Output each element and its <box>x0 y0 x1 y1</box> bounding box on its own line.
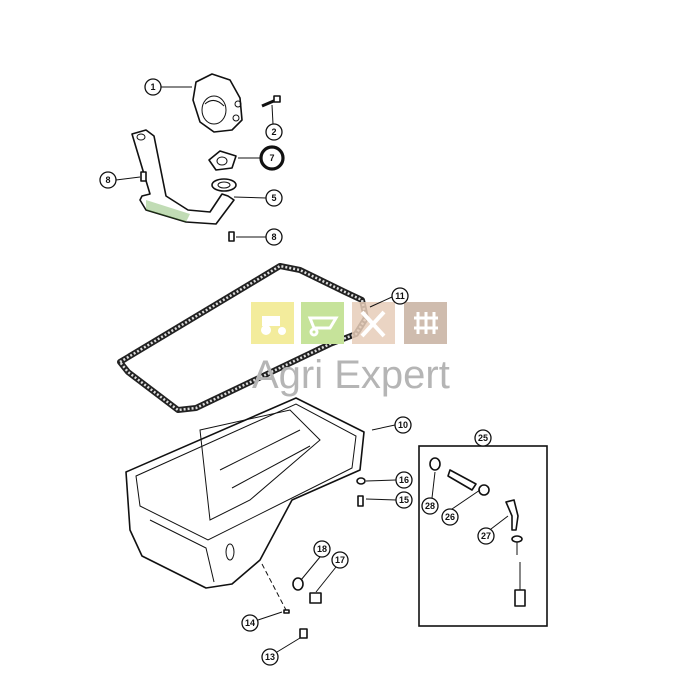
bolt <box>261 95 281 108</box>
svg-text:8: 8 <box>271 232 276 242</box>
svg-text:15: 15 <box>399 495 409 505</box>
callout-26: 26 <box>441 508 459 526</box>
callout-5: 5 <box>265 189 283 207</box>
dipstick-27 <box>505 499 526 607</box>
svg-text:1: 1 <box>150 82 155 92</box>
tractor-icon <box>261 316 286 335</box>
callout-28: 28 <box>421 497 439 515</box>
svg-text:25: 25 <box>478 433 488 443</box>
leader-lines <box>115 86 509 653</box>
plug-13 <box>299 628 308 639</box>
callout-8b: 8 <box>265 228 283 246</box>
callout-10: 10 <box>394 416 412 434</box>
svg-text:11: 11 <box>395 291 405 301</box>
wheelbarrow-icon <box>307 316 339 337</box>
svg-text:28: 28 <box>425 501 435 511</box>
washer-16 <box>356 477 366 485</box>
svg-text:26: 26 <box>445 512 455 522</box>
fence-icon <box>414 312 438 334</box>
callout-7-highlighted: 7 <box>259 145 285 171</box>
watermark-text: Agri Expert <box>252 353 450 397</box>
svg-text:13: 13 <box>265 652 275 662</box>
pump-gasket <box>208 150 237 171</box>
svg-text:2: 2 <box>271 127 276 137</box>
bolt-8b <box>228 231 235 242</box>
svg-text:7: 7 <box>269 153 274 163</box>
drain-plug-17 <box>309 592 322 604</box>
svg-text:8: 8 <box>105 175 110 185</box>
svg-text:27: 27 <box>481 531 491 541</box>
svg-text:5: 5 <box>271 193 276 203</box>
callout-2: 2 <box>265 123 283 141</box>
oil-pickup-tube <box>131 129 237 225</box>
hammer-icon <box>360 310 386 338</box>
callout-17: 17 <box>331 551 349 569</box>
callout-14: 14 <box>241 614 259 632</box>
callout-16: 16 <box>395 471 413 489</box>
oil-pump <box>192 73 243 133</box>
callout-27: 27 <box>477 527 495 545</box>
bolt-8a <box>140 171 147 182</box>
callout-18: 18 <box>313 540 331 558</box>
seal-28 <box>429 457 441 471</box>
pin-14 <box>283 609 290 614</box>
callout-11: 11 <box>391 287 409 305</box>
bolt-15 <box>357 495 364 507</box>
svg-text:14: 14 <box>245 618 255 628</box>
dipstick-tube-26 <box>447 469 490 496</box>
agri-expert-watermark: Agri Expert <box>251 302 450 397</box>
svg-text:17: 17 <box>335 555 345 565</box>
svg-text:10: 10 <box>398 420 408 430</box>
oil-pan <box>125 397 365 611</box>
callout-25: 25 <box>474 429 492 447</box>
callout-13: 13 <box>261 648 279 666</box>
callout-1: 1 <box>144 78 162 96</box>
drain-plug-gasket-18 <box>292 577 304 591</box>
svg-text:18: 18 <box>317 544 327 554</box>
svg-text:16: 16 <box>399 475 409 485</box>
callout-8a: 8 <box>99 171 117 189</box>
callout-15: 15 <box>395 491 413 509</box>
